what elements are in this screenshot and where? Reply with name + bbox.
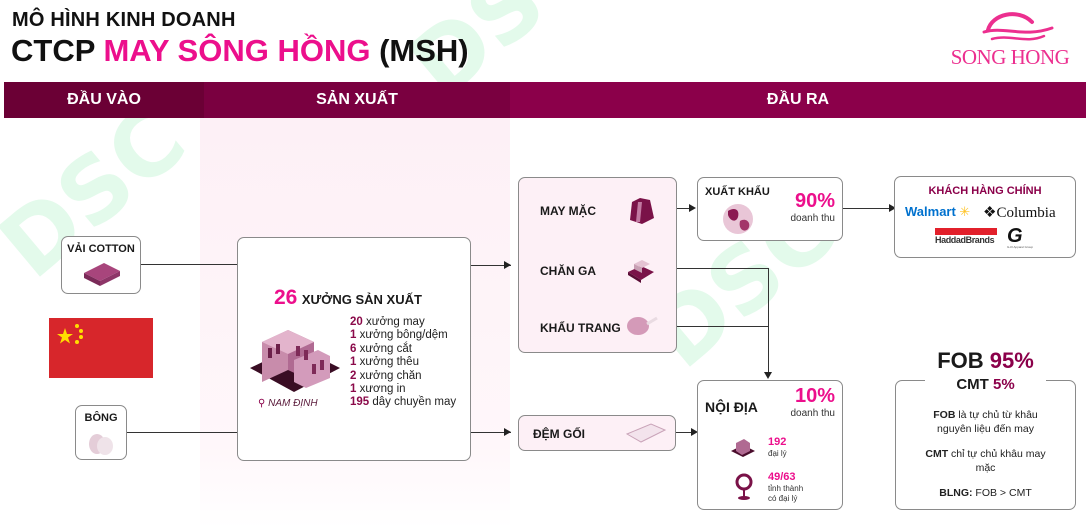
input-cotton-card: VẢI COTTON <box>61 236 141 294</box>
factory-item: 20 xưởng may <box>350 316 425 328</box>
cmt-description: CMT chỉ tự chủ khâu may mặc <box>925 448 1046 474</box>
product-apparel: MAY MẶC <box>540 204 597 218</box>
connector <box>676 432 693 433</box>
china-flag <box>49 318 153 378</box>
cotton-label: VẢI COTTON <box>67 243 135 255</box>
factory-location: ⚲ NAM ĐỊNH <box>258 398 318 409</box>
arrow-icon <box>504 428 511 436</box>
domestic-card: NỘI ĐỊA 10% doanh thu 192 đại lý 49/63 t… <box>697 380 843 510</box>
factory-count-heading: 26 XƯỞNG SẢN XUẤT <box>274 286 422 310</box>
factory-item: 1 xương in <box>350 383 406 396</box>
factory-item: 1 xưởng bông/dệm <box>350 329 448 342</box>
arrow-icon <box>504 261 511 269</box>
customer-columbia: ❖Columbia <box>983 205 1056 221</box>
factory-list: 20 xưởng may 1 xưởng bông/dệm 6 xưởng cắ… <box>350 316 456 410</box>
factory-item: 195 dây chuyền may <box>350 396 457 409</box>
face-mask-icon <box>627 316 658 335</box>
title-company: MAY SÔNG HỒNG <box>103 33 371 68</box>
map-pin-icon <box>735 473 753 500</box>
customer-haddad: HaddadBrands <box>935 228 997 245</box>
customers-title: KHÁCH HÀNG CHÍNH <box>928 185 1042 197</box>
provinces-label-1: tỉnh thành <box>768 484 804 493</box>
arrow-icon <box>691 428 698 436</box>
customer-giii: G G-III Apparel Group <box>1007 225 1037 249</box>
g-logo-icon: G <box>1007 225 1023 247</box>
arrow-icon <box>689 204 696 212</box>
products-card: MAY MẶC CHĂN GA KHẨU TRANG <box>518 177 677 353</box>
connector <box>471 265 511 266</box>
band-input: ĐẦU VÀO <box>4 82 204 118</box>
customers-card: KHÁCH HÀNG CHÍNH Walmart ✳ ❖Columbia Had… <box>894 176 1076 258</box>
page-title: CTCP MAY SÔNG HỒNG (MSH) <box>11 33 469 69</box>
location-pin-icon: ⚲ <box>258 398 266 409</box>
input-fiber-card: BÔNG <box>75 405 127 460</box>
star-icon <box>57 324 83 344</box>
fob-heading: FOB 95% <box>937 348 1034 373</box>
title-prefix: CTCP <box>11 33 104 68</box>
product-bedding: CHĂN GA <box>540 264 596 278</box>
connector <box>471 432 511 433</box>
fabric-roll-icon <box>84 263 120 286</box>
domestic-label: NỘI ĐỊA <box>705 399 758 415</box>
connector <box>127 432 238 433</box>
margin-note: BLNG: FOB > CMT <box>939 487 1032 499</box>
band-output: ĐẦU RA <box>510 82 1086 118</box>
factory-item: 1 xưởng thêu <box>350 356 419 369</box>
factory-item: 2 xưởng chăn <box>350 369 422 382</box>
agents-label: đại lý <box>768 449 787 458</box>
factory-count-label: XƯỞNG SẢN XUẤT <box>301 292 422 307</box>
globe-icon <box>723 204 753 234</box>
store-icon <box>731 439 755 457</box>
provinces-count: 49/63 <box>768 471 796 483</box>
cmt-heading: CMT 5% <box>925 376 1046 393</box>
cushions-card: ĐỆM GỐI <box>518 415 676 451</box>
factory-item: 6 xưởng cắt <box>350 342 412 355</box>
connector <box>664 268 769 269</box>
connector <box>843 208 891 209</box>
diamond-logo-icon: ❖ <box>983 205 997 221</box>
arrow-icon <box>764 372 772 379</box>
factory-building-icon <box>250 330 340 392</box>
connector <box>141 264 238 265</box>
product-masks: KHẨU TRANG <box>540 321 621 335</box>
wave-logo-icon <box>982 12 1054 41</box>
cotton-ball-icon <box>89 434 113 455</box>
export-card: XUẤT KHẨU 90% doanh thu <box>697 177 843 241</box>
agents-count: 192 <box>768 436 787 448</box>
customer-walmart: Walmart ✳ <box>905 204 971 219</box>
garment-icon <box>630 198 654 224</box>
connector <box>768 268 769 373</box>
spark-icon: ✳ <box>955 204 971 219</box>
cushion-icon <box>625 423 667 443</box>
connector <box>664 326 769 327</box>
band-production: SẢN XUẤT <box>204 82 510 118</box>
title-ticker: (MSH) <box>370 33 469 68</box>
domestic-pct-label: doanh thu <box>790 408 836 419</box>
fob-description: FOB là tự chủ từ khâu nguyên liệu đến ma… <box>933 409 1038 435</box>
export-pct: 90% <box>794 190 835 212</box>
product-cushions: ĐỆM GỐI <box>533 427 586 441</box>
model-card <box>895 380 1076 510</box>
factory-count: 26 <box>274 286 298 309</box>
provinces-label-2: có đại lý <box>768 494 798 503</box>
logo-text: SONG HONG <box>950 45 1070 69</box>
bedding-icon <box>628 260 654 283</box>
location-name: NAM ĐỊNH <box>268 398 318 409</box>
export-pct-label: doanh thu <box>790 213 836 224</box>
fiber-label: BÔNG <box>84 412 118 424</box>
export-label: XUẤT KHẨU <box>705 186 770 198</box>
production-card: 26 XƯỞNG SẢN XUẤT ⚲ NAM ĐỊNH 20 xưởng ma… <box>237 237 471 461</box>
domestic-pct: 10% <box>794 385 835 407</box>
songhong-logo: SONG HONG <box>940 8 1080 70</box>
page-subtitle: MÔ HÌNH KINH DOANH <box>12 9 236 31</box>
arrow-icon <box>889 204 896 212</box>
